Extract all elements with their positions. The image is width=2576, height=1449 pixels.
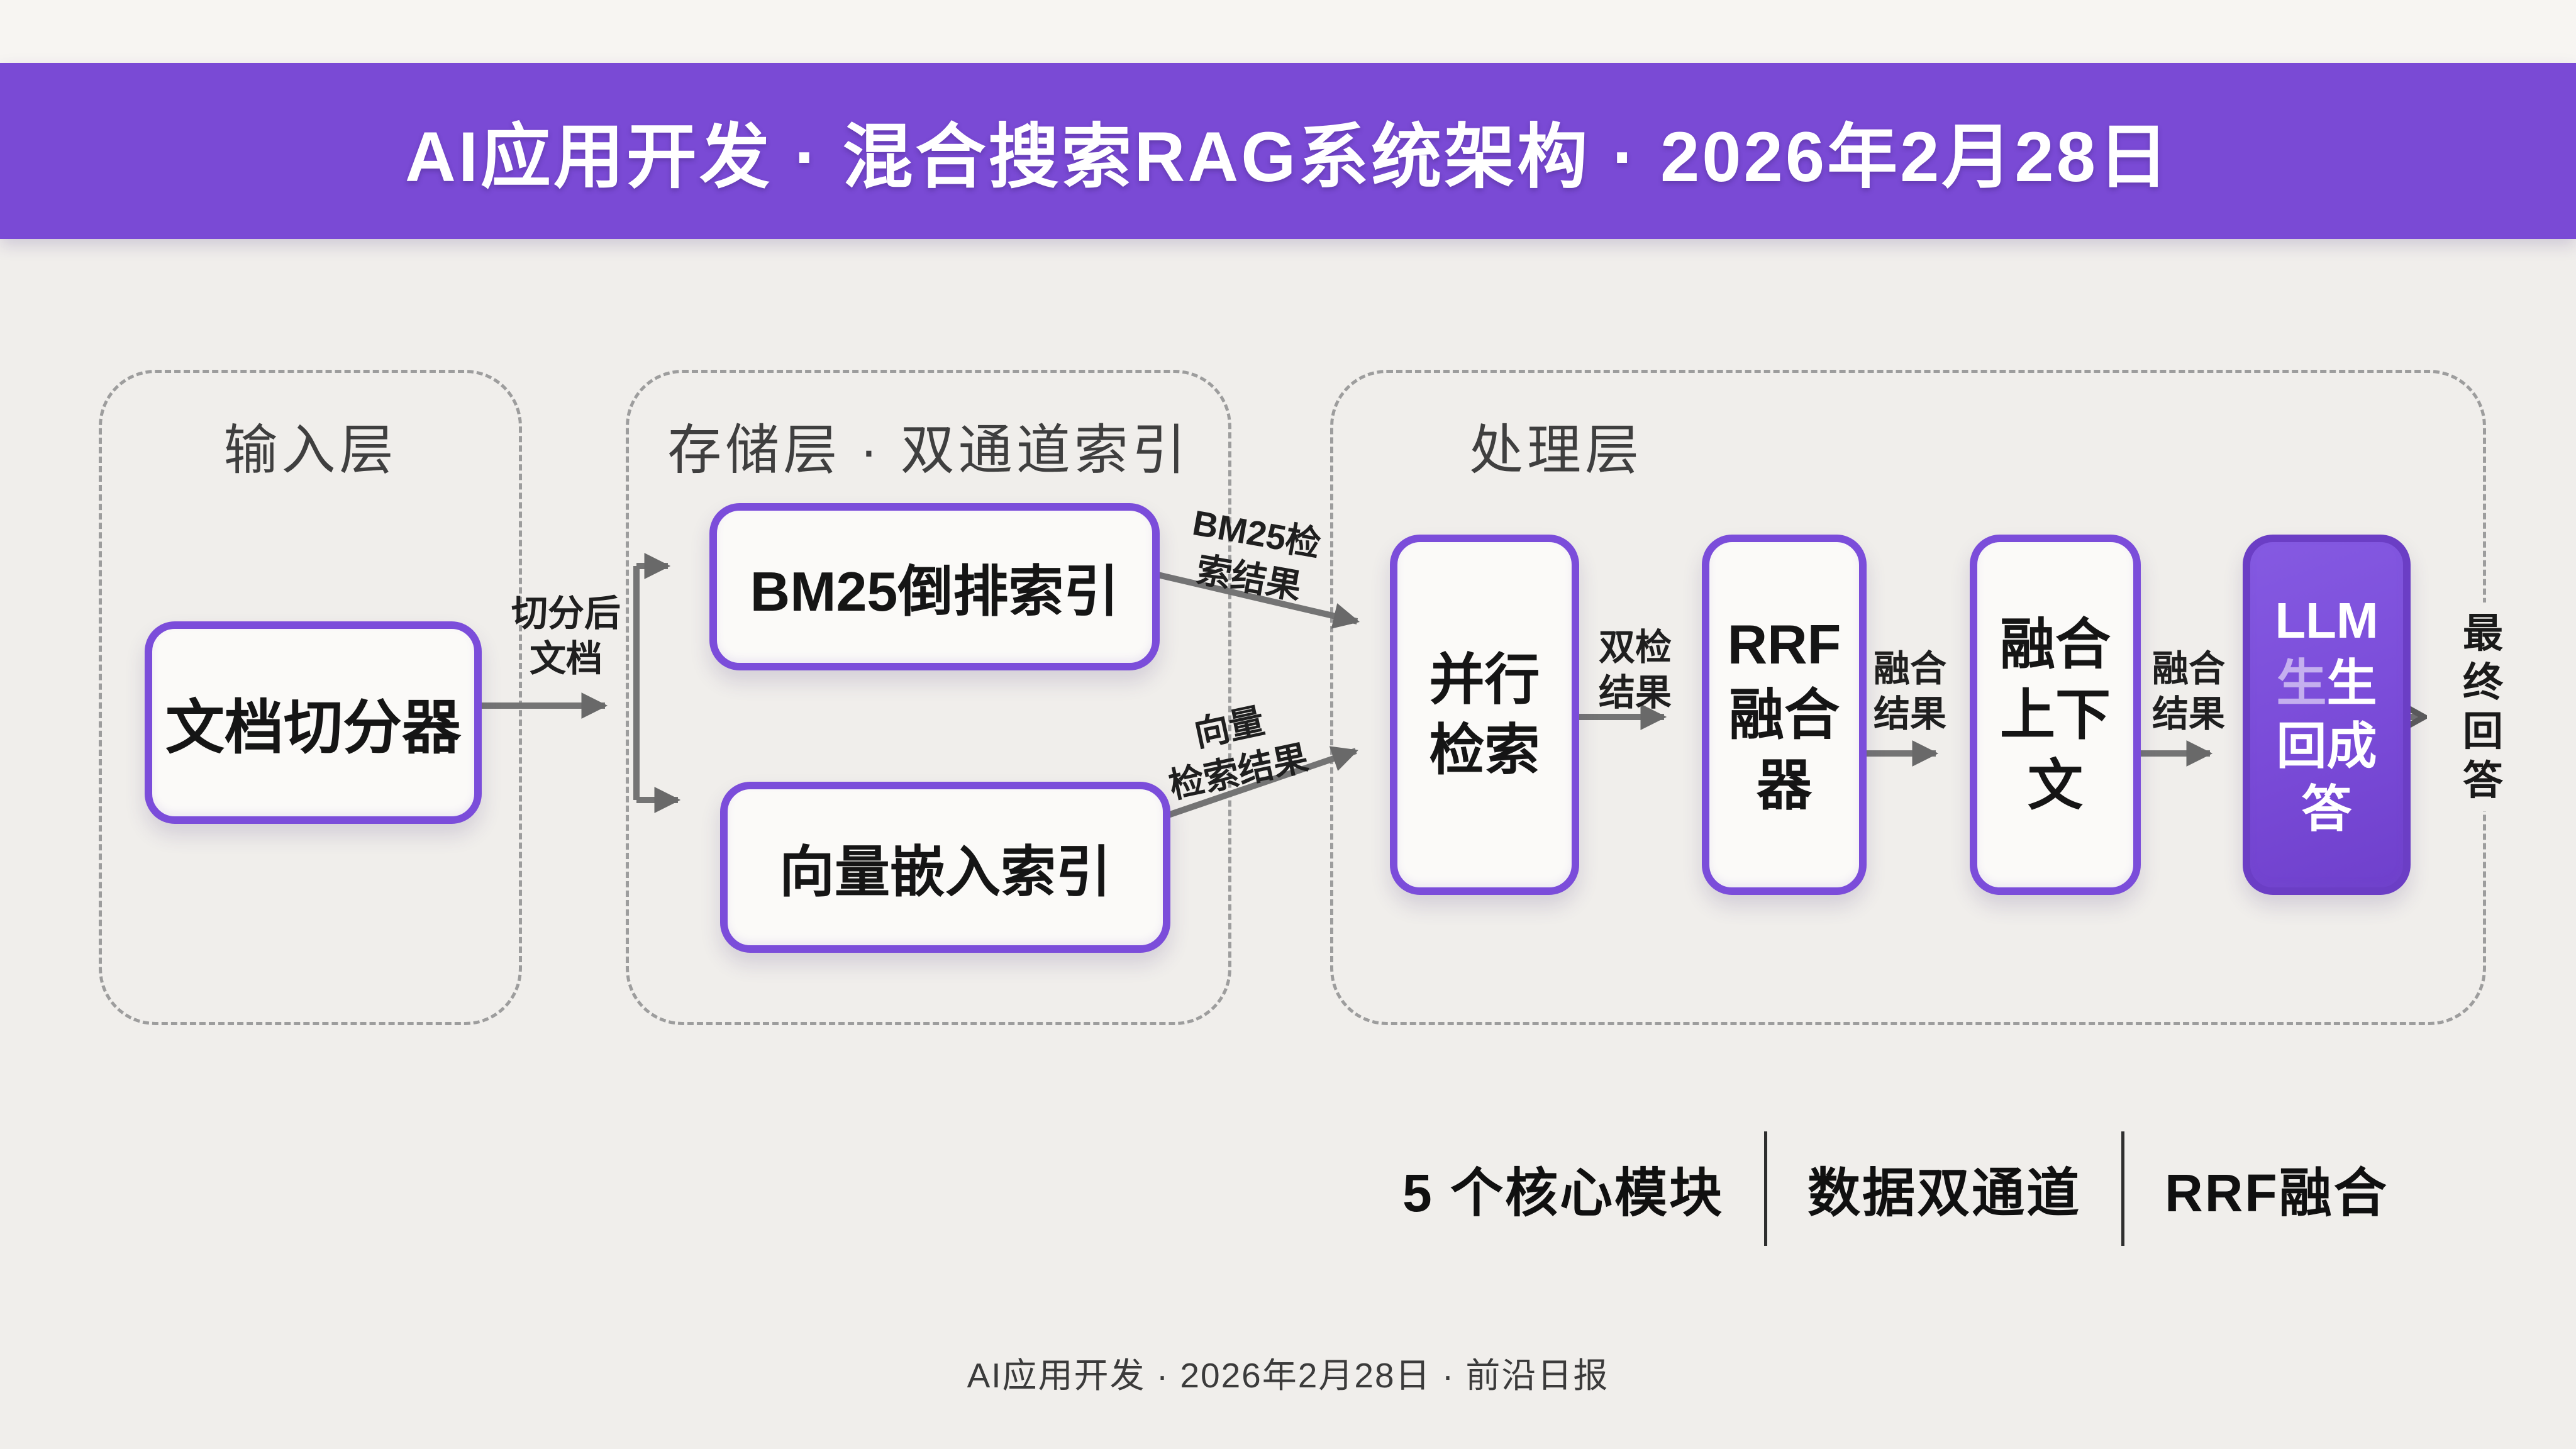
stat-divider (2121, 1131, 2125, 1246)
edge-label-final-answer: 最 终 回 答 (2450, 602, 2516, 811)
node-vector-index: 向量嵌入索引 (720, 782, 1170, 953)
node-rrf-fuser: RRF 融合 器 (1702, 535, 1867, 895)
group-process-label: 处理层 (1469, 420, 1643, 480)
node-parallel-retrieval: 并行 检索 (1390, 535, 1579, 895)
page-title: AI应用开发 · 混合搜索RAG系统架构 · 2026年2月28日 (405, 118, 2171, 196)
title-banner: AI应用开发 · 混合搜索RAG系统架构 · 2026年2月28日 (0, 63, 2576, 239)
group-storage-layer: 存储层 · 双通道索引 (626, 370, 1231, 1025)
footer-caption: AI应用开发 · 2026年2月28日 · 前沿日报 (967, 1356, 1609, 1395)
node-document-splitter: 文档切分器 (145, 621, 482, 824)
edge-label-fused-results-1: 融合 结果 (1873, 648, 1946, 735)
stat-core-modules: 5 个核心模块 (1402, 1163, 1724, 1223)
node-fused-context-label: 融合 上下 文 (1999, 613, 2111, 816)
node-rrf-fuser-label: RRF 融合 器 (1727, 613, 1841, 816)
edge-label-fused-results-2: 融合 结果 (2151, 648, 2225, 735)
group-storage-label: 存储层 · 双通道索引 (667, 420, 1190, 480)
top-margin-strip (0, 0, 2576, 63)
node-parallel-retrieval-label: 并行 检索 (1429, 648, 1540, 781)
node-llm-answer-label: LLM 生生 回成 答 (2275, 592, 2379, 837)
edge-label-dual-results: 双检 结果 (1598, 627, 1672, 713)
stats-row: 5 个核心模块 数据双通道 RRF融合 (1402, 1129, 2389, 1248)
arrow-vector-to-parallel (1156, 746, 1358, 822)
node-llm-answer: LLM 生生 回成 答 (2243, 535, 2411, 895)
stat-rrf-fusion: RRF融合 (2165, 1163, 2389, 1223)
edge-label-split-docs: 切分后 文档 (511, 593, 621, 679)
node-vector-index-label: 向量嵌入索引 (779, 840, 1111, 903)
node-document-splitter-label: 文档切分器 (165, 694, 461, 760)
arrow-bm25-to-parallel (1146, 569, 1360, 629)
stat-divider (1764, 1131, 1768, 1246)
node-fused-context: 融合 上下 文 (1970, 535, 2141, 895)
node-bm25-index: BM25倒排索引 (709, 503, 1160, 670)
node-bm25-index-label: BM25倒排索引 (750, 560, 1119, 623)
group-input-layer: 输入层 (99, 370, 522, 1025)
stat-dual-channel: 数据双通道 (1807, 1163, 2082, 1223)
group-input-label: 输入层 (223, 420, 397, 480)
